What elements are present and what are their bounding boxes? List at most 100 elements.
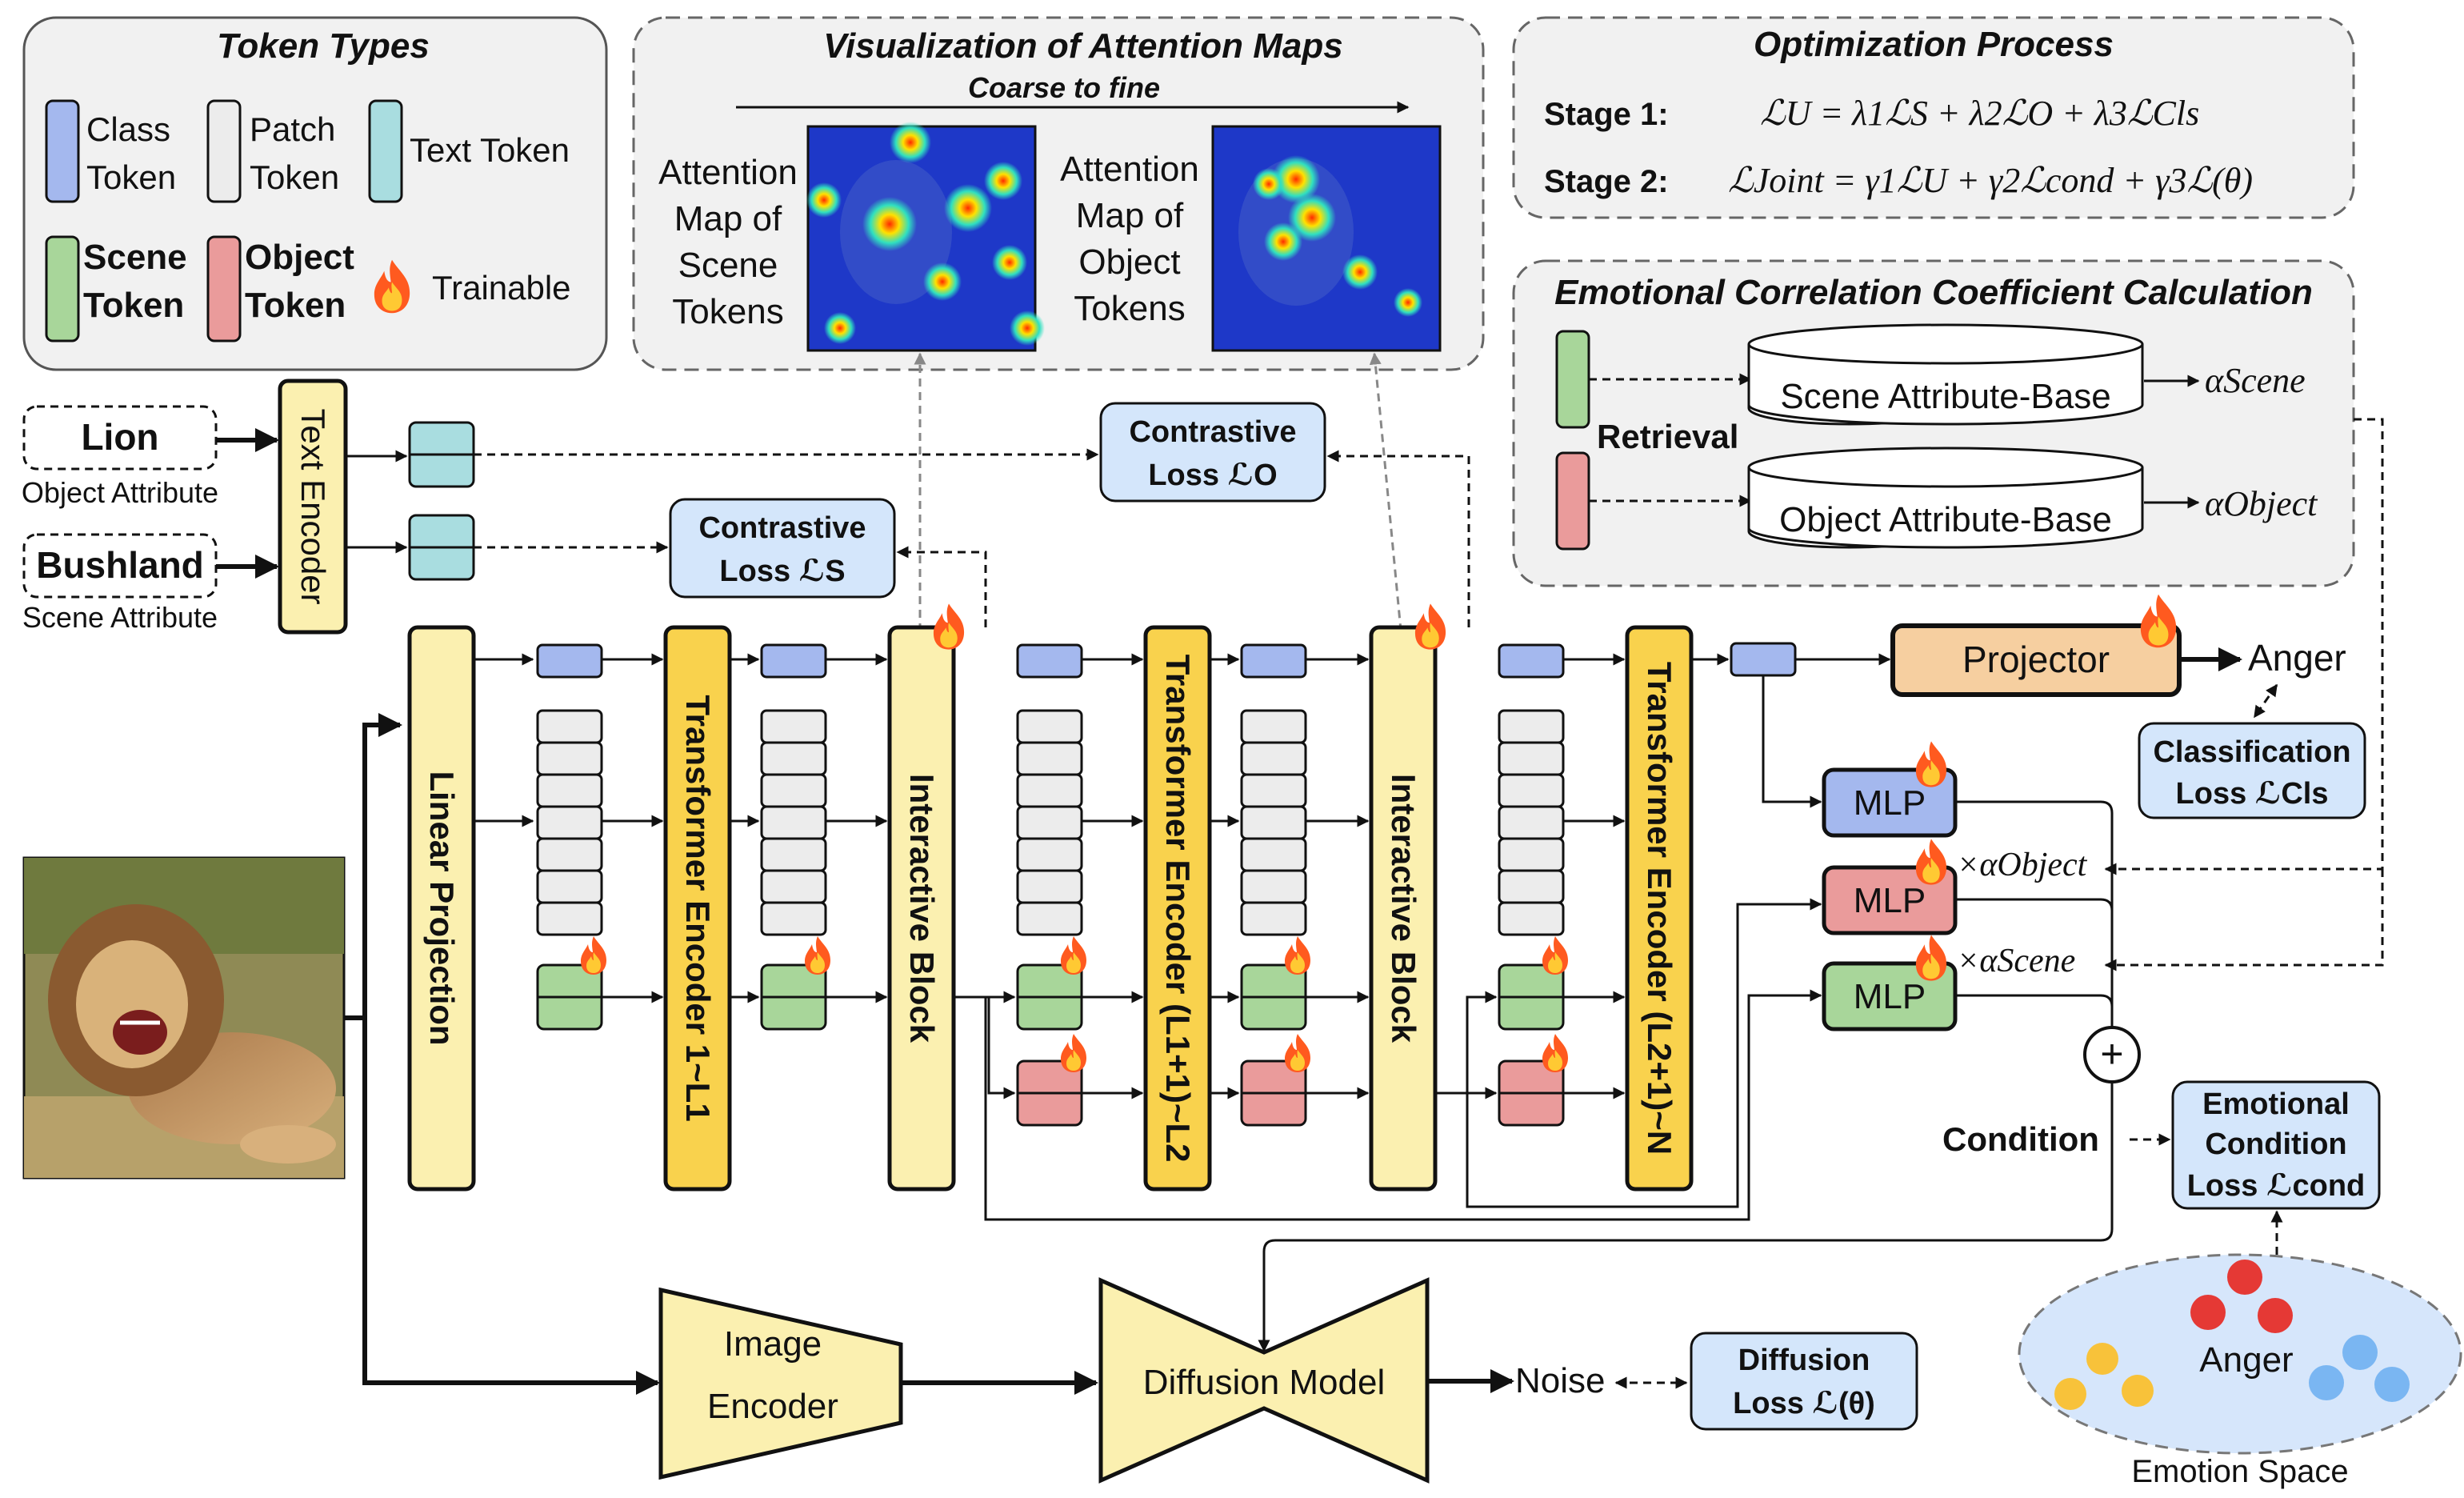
- legend-text-token-swatch: [368, 99, 403, 203]
- diffusion-loss-line2: Loss ℒ(θ): [1733, 1387, 1875, 1420]
- legend-object-label-1: Object: [245, 238, 354, 277]
- diffusion-loss-line1: Diffusion: [1738, 1344, 1870, 1377]
- flame-icon: [1915, 741, 1947, 787]
- contrastive-o-line2: Loss ℒO: [1148, 459, 1277, 492]
- ecc-title: Emotional Correlation Coefficient Calcul…: [1554, 273, 2313, 312]
- condition-label: Condition: [1942, 1120, 2099, 1158]
- fearful-face-icon: [2309, 1335, 2410, 1402]
- legend-patch-label-1: Patch: [250, 110, 335, 148]
- classification-line2: Loss ℒCls: [2176, 777, 2329, 811]
- legend-patch-token-swatch: [206, 99, 242, 203]
- retrieval-label: Retrieval: [1597, 418, 1738, 455]
- diffusion-loss-box: [1690, 1332, 1918, 1431]
- contrastive-s-line2: Loss ℒS: [719, 555, 845, 588]
- mlp-scene-label: MLP: [1854, 977, 1926, 1016]
- mlp-object-label: MLP: [1854, 881, 1926, 920]
- encoder3-label: Transformer Encoder (L2+1)~N: [1641, 662, 1678, 1155]
- object-word: Lion: [81, 416, 158, 458]
- contrastive-loss-object-box: [1099, 402, 1326, 503]
- transformer-encoder-2: [1143, 625, 1212, 1192]
- class-token-s2b: [1240, 643, 1307, 679]
- flame-icon: [1061, 936, 1086, 975]
- stage1-formula: ℒU = λ1ℒS + λ2ℒO + λ3ℒCls: [1760, 94, 2199, 133]
- legend-scene-label-2: Token: [83, 286, 184, 325]
- flame-icon: [1915, 839, 1947, 885]
- noise-label: Noise: [1515, 1361, 1606, 1400]
- contrastive-loss-scene-box: [669, 498, 896, 599]
- patch-tokens-s1: [536, 709, 603, 936]
- image-encoder: [658, 1287, 903, 1480]
- flame-icon: [1542, 936, 1568, 975]
- legend-object-label-2: Token: [245, 286, 346, 325]
- flame-icon: [1542, 1034, 1568, 1072]
- attention-subtitle: Coarse to fine: [968, 71, 1160, 104]
- optimization-title: Optimization Process: [1754, 25, 2114, 64]
- plus-sign: +: [2100, 1031, 2123, 1076]
- final-class-token: [1730, 642, 1797, 677]
- interactive2-label: Interactive Block: [1385, 774, 1422, 1043]
- class-token-s3: [1498, 643, 1565, 679]
- object-attribute-base-text: Object Attribute-Base: [1779, 500, 2112, 539]
- legend-class-label-2: Token: [86, 158, 176, 196]
- interactive-block-2: [1369, 625, 1438, 1192]
- optimization-process-panel: Optimization Process Stage 1: ℒU = λ1ℒS …: [1512, 16, 2355, 219]
- flame-icon: [1061, 1034, 1086, 1072]
- token-types-title: Token Types: [217, 26, 430, 66]
- legend-text-label: Text Token: [410, 131, 570, 169]
- class-token-s2: [1016, 643, 1083, 679]
- image-encoder-line2: Encoder: [707, 1387, 838, 1426]
- attribute-base-cylinders: [1747, 323, 2144, 549]
- party-face-icon: [2054, 1343, 2154, 1410]
- object-map-label-4: Tokens: [1074, 289, 1185, 328]
- interactive-block-1: [887, 625, 956, 1192]
- emotional-condition-loss-box: [2171, 1080, 2381, 1210]
- legend-patch-label-2: Token: [250, 158, 339, 196]
- scene-word: Bushland: [36, 544, 204, 586]
- text-encoder: [278, 379, 348, 635]
- alpha-object-label: αObject: [2205, 484, 2318, 523]
- times-alpha-scene: ×αScene: [1957, 943, 2075, 979]
- attention-title: Visualization of Attention Maps: [823, 26, 1342, 66]
- class-token-s1b: [760, 643, 827, 679]
- attention-visualization-panel: Visualization of Attention Maps Coarse t…: [632, 16, 1485, 371]
- diffusion-model-label: Diffusion Model: [1143, 1363, 1385, 1402]
- object-map-label-1: Attention: [1060, 150, 1199, 189]
- scene-caption: Scene Attribute: [22, 601, 218, 634]
- ecc-object-token: [1555, 451, 1590, 551]
- encoder2-label: Transformer Encoder (L1+1)~L2: [1159, 655, 1197, 1163]
- diffusion-model: [1098, 1277, 1430, 1484]
- emotion-anger-label: Anger: [2199, 1340, 2293, 1380]
- anger-output: Anger: [2248, 637, 2346, 679]
- legend-trainable-label: Trainable: [432, 269, 571, 306]
- legend-scene-label-1: Scene: [83, 238, 187, 277]
- times-alpha-object: ×αObject: [1957, 847, 2088, 883]
- patch-tokens-s2b: [1240, 709, 1307, 936]
- flame-icon: [1915, 935, 1947, 981]
- input-lion-image: [22, 856, 346, 1180]
- patch-tokens-s3: [1498, 709, 1565, 936]
- legend-object-token-swatch: [206, 235, 242, 342]
- emotional-line1: Emotional: [2202, 1087, 2350, 1121]
- projector-label: Projector: [1962, 639, 2110, 680]
- emotional-line2: Condition: [2205, 1128, 2346, 1161]
- flame-icon: [2140, 594, 2177, 648]
- flame-icon: [933, 603, 965, 650]
- object-attention-map-image: [1211, 125, 1442, 352]
- text-encoder-label: Text Encoder: [294, 408, 332, 604]
- object-map-label-2: Map of: [1076, 196, 1184, 235]
- flame-icon: [1285, 1034, 1310, 1072]
- interactive1-label: Interactive Block: [903, 774, 941, 1043]
- linear-projection: [407, 625, 476, 1192]
- scene-map-label-2: Map of: [674, 199, 782, 238]
- scene-attribute-input: Bushland Scene Attribute: [22, 533, 218, 634]
- alpha-scene-label: αScene: [2205, 361, 2306, 400]
- classification-line1: Classification: [2153, 735, 2350, 769]
- class-token-s1: [536, 643, 603, 679]
- object-attribute-input: Lion Object Attribute: [22, 405, 218, 509]
- scene-map-label-1: Attention: [658, 153, 798, 192]
- stage1-label: Stage 1:: [1544, 97, 1669, 132]
- contrastive-o-line1: Contrastive: [1129, 415, 1296, 449]
- ecc-scene-token: [1555, 330, 1590, 429]
- legend-scene-token-swatch: [45, 235, 80, 342]
